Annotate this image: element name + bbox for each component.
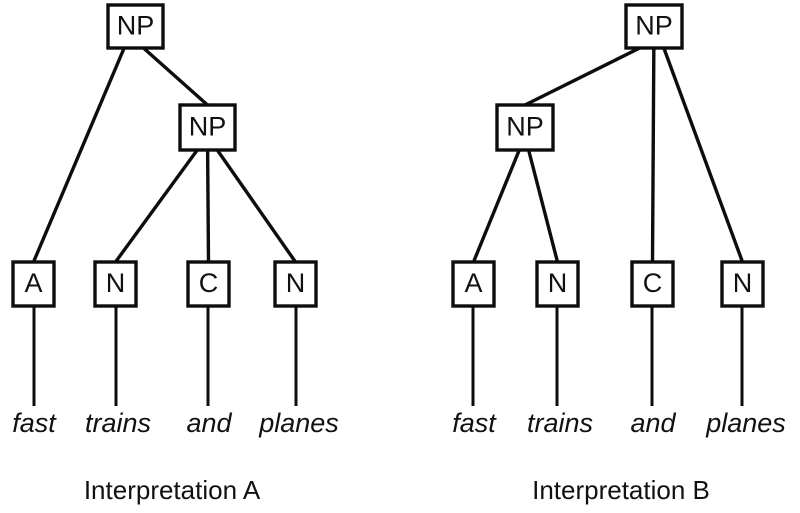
node-box	[535, 260, 580, 308]
node-label: N	[548, 268, 568, 298]
tree-edge	[662, 47, 745, 263]
node-box	[93, 260, 138, 308]
tree-edge	[205, 149, 211, 263]
words-layer: fast trains and planes fast trains and planes	[12, 408, 786, 438]
node-label: NP	[117, 11, 155, 41]
node-box	[720, 260, 765, 308]
node-box	[106, 3, 165, 50]
word-planes: planes	[258, 408, 339, 438]
word-and: and	[186, 408, 232, 438]
tree-edge	[114, 148, 199, 264]
tree-node-a: A	[11, 260, 56, 308]
node-label: C	[643, 268, 663, 298]
tree-node-a: A	[451, 260, 496, 308]
node-box	[495, 103, 555, 152]
terminal-stems-layer	[32, 306, 744, 406]
node-label: N	[733, 268, 753, 298]
tree-edge	[524, 46, 641, 107]
tree-node-n: N	[535, 260, 580, 308]
tree-node-c: C	[186, 260, 231, 308]
word-trains: trains	[527, 408, 593, 438]
node-box	[451, 260, 496, 308]
tree-edge	[31, 47, 126, 263]
word-planes: planes	[705, 408, 786, 438]
node-box	[186, 260, 231, 308]
node-label: N	[106, 268, 126, 298]
node-label: NP	[189, 112, 227, 142]
word-fast: fast	[12, 408, 57, 438]
tree-node-np: NP	[624, 3, 684, 50]
node-label: N	[286, 268, 306, 298]
tree-node-np: NP	[495, 103, 555, 152]
tree-node-n: N	[720, 260, 765, 308]
node-label: A	[464, 268, 482, 298]
edges-layer	[31, 46, 745, 264]
node-box	[624, 3, 684, 50]
tree-node-n: N	[273, 260, 318, 308]
tree-edge	[215, 149, 297, 263]
tree-edge	[650, 47, 656, 263]
tree-node-n: N	[93, 260, 138, 308]
tree-node-np: NP	[106, 3, 165, 50]
tree-caption: Interpretation B	[532, 475, 710, 505]
node-label: A	[24, 268, 42, 298]
node-label: NP	[635, 11, 673, 41]
node-box	[630, 260, 675, 308]
node-label: NP	[506, 112, 544, 142]
tree-edge	[526, 149, 560, 263]
tree-caption: Interpretation A	[84, 475, 261, 505]
word-fast: fast	[452, 408, 497, 438]
tree-node-c: C	[630, 260, 675, 308]
node-box	[273, 260, 318, 308]
nodes-layer: NP NP A N C N NP NP A N C N	[11, 3, 765, 308]
node-box	[178, 103, 237, 152]
tree-node-np: NP	[178, 103, 237, 152]
word-and: and	[630, 408, 676, 438]
tree-edge	[471, 149, 521, 263]
tree-edge	[142, 46, 209, 107]
captions-layer: Interpretation A Interpretation B	[84, 475, 710, 505]
node-box	[11, 260, 56, 308]
node-label: C	[199, 268, 219, 298]
word-trains: trains	[85, 408, 151, 438]
